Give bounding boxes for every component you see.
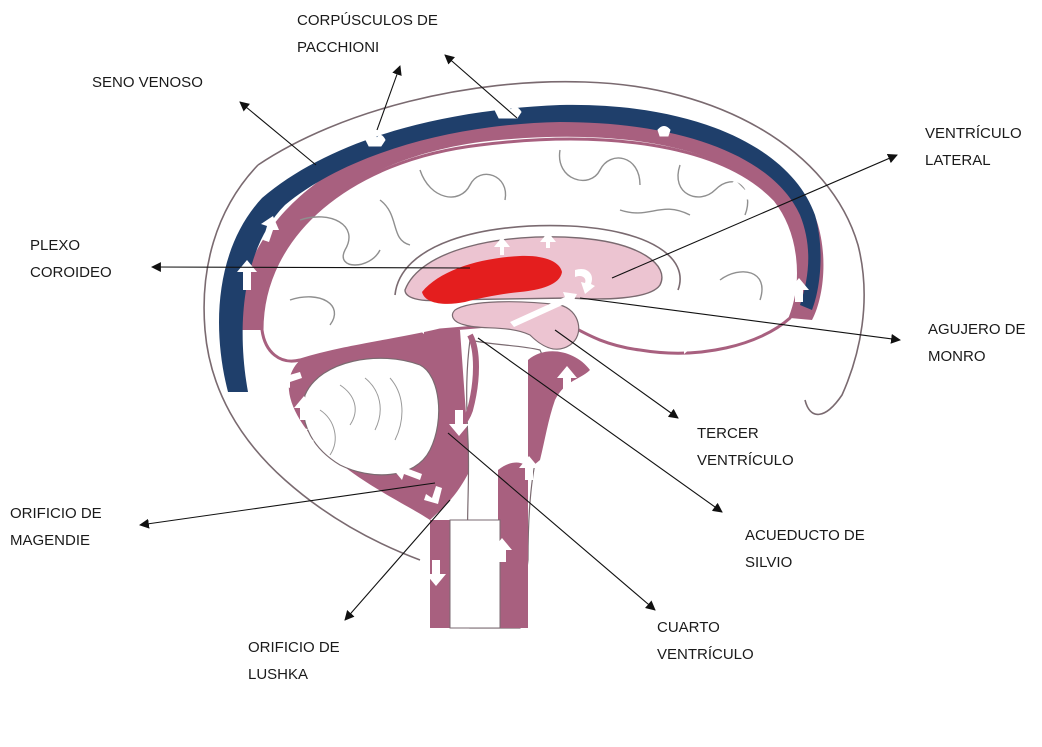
label-cuarto-ventriculo: CUARTO VENTRÍCULO (657, 619, 754, 663)
label-seno-venoso: SENO VENOSO (92, 74, 203, 91)
label-pacchioni: CORPÚSCULOS DE PACCHIONI (297, 12, 442, 56)
label-orificio-lushka: ORIFICIO DE LUSHKA (248, 639, 344, 683)
label-plexo-coroideo: PLEXO COROIDEO (30, 237, 112, 281)
label-agujero-monro: AGUJERO DE MONRO (928, 321, 1030, 365)
label-ventriculo-lateral: VENTRÍCULO LATERAL (925, 125, 1026, 169)
cerebellum (303, 358, 438, 475)
label-orificio-magendie: ORIFICIO DE MAGENDIE (10, 505, 106, 549)
spinal-cord (450, 520, 500, 628)
label-acueducto-silvio: ACUEDUCTO DE SILVIO (745, 527, 869, 571)
label-tercer-ventriculo: TERCER VENTRÍCULO (697, 425, 794, 469)
